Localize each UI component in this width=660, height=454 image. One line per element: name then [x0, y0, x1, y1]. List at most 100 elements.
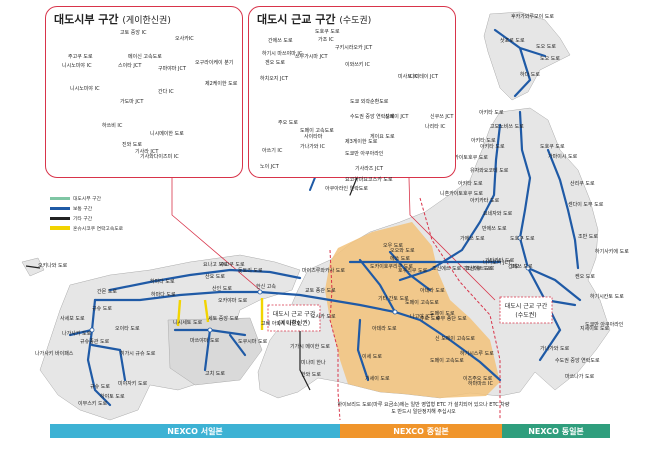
map-road-label: 도카이호쿠리쿠 도로	[370, 263, 413, 270]
map-road-label: 후카가와루모이 도로	[511, 13, 554, 20]
map-road-label: 오카야마 도로	[218, 297, 248, 304]
map-road-label: 가에쓰 도로	[460, 235, 485, 242]
map-road-label: 니시세토 도로	[173, 319, 203, 326]
junction-dot	[525, 265, 531, 271]
honshi-bridges	[176, 298, 264, 330]
map-road-label: 하마마쓰 IC	[468, 380, 493, 387]
map-road-label: 주고쿠 도로	[220, 262, 245, 268]
map-road-label: 지세이토 도로	[580, 325, 610, 332]
map-road-label: 니혼카이토호쿠 도로	[440, 190, 483, 197]
map-road-label: 고베 아와지 나루토	[261, 320, 301, 327]
company-bar-east: NEXCO 동일본	[502, 424, 610, 438]
map-road-label: 하기사키에 도로	[595, 248, 629, 255]
area-callouts: 대도시 근교 구간 (게이한신권) 대도시 근교 구간 (수도권)	[267, 296, 553, 332]
bridge-seto	[203, 299, 210, 323]
road-tohoku-west	[398, 123, 502, 282]
map-road-label: 이부스키 도로	[78, 400, 108, 407]
junction-dot	[392, 309, 398, 315]
legend-swatch	[50, 206, 70, 210]
map-road-label: 도오 도로	[540, 56, 560, 62]
legend-label: 보통 구간	[73, 206, 93, 212]
map-road-label: 오오와 도로	[390, 247, 415, 254]
kanto-area-box	[499, 296, 553, 324]
road-kyushu	[68, 298, 127, 407]
legend-item: 대도시부 구간	[50, 193, 136, 203]
map-road-label: 간몬 도로	[97, 288, 117, 295]
map-road-label: 고도	[510, 264, 520, 270]
kansai-inset-subtitle: (게이한신권)	[122, 16, 171, 26]
legend-item: 기타 구간	[50, 213, 136, 223]
map-road-label: 간에쓰 도로	[508, 263, 533, 270]
map-road-label: 도호쿠 도로	[540, 144, 565, 150]
kansai-inset: 대도시부 구간 (게이한신권)	[45, 6, 243, 178]
company-bar-west-label: NEXCO 서일본	[167, 426, 223, 436]
map-road-label: 하기시칸토 도로	[590, 293, 624, 300]
map-road-label: 조신에쓰 도로	[432, 265, 462, 272]
map-road-label: 마이즈루와카사 도로	[302, 267, 345, 274]
inset-callouts	[171, 177, 496, 301]
map-road-label: 아키타 도로	[480, 143, 505, 150]
map-road-label: 오사카 도로	[311, 313, 336, 320]
map-road-label: 이세 도로	[362, 353, 382, 360]
company-bar-west: NEXCO 서일본	[50, 424, 340, 438]
map-road-label: 수도권 중앙 연락도로	[555, 357, 600, 364]
legend-swatch	[50, 226, 70, 230]
map-road-label: 아키카타 도로	[470, 197, 500, 204]
map-road-label: 호쿠리쿠 도로	[398, 267, 428, 274]
junction-dot	[257, 289, 263, 295]
map-road-label: 센다이 도부 도로	[568, 201, 604, 208]
kanto-inset-title: 대도시 근교 구간 (수도권)	[257, 13, 372, 26]
road-hokkaido	[493, 28, 547, 98]
map-road-label: 하다 도로	[520, 71, 540, 78]
map-road-label: 아키타 도로	[471, 137, 496, 144]
boundary-west-central	[329, 249, 341, 421]
map-road-label: 니혼카이토호쿠 도로	[445, 154, 488, 161]
map-road-label: 돗토리 도로	[238, 267, 263, 274]
map-road-label: 고치 도로	[205, 370, 225, 377]
map-road-label: 마쓰나가 도로	[565, 373, 595, 380]
map-road-label: 아데라 도로	[420, 287, 445, 294]
legend-label: 기타 구간	[73, 216, 93, 222]
chubu-region	[325, 222, 500, 398]
junction-dot	[517, 235, 523, 241]
road-west-chugoku	[108, 268, 302, 292]
map-road-label: 유자와요코테 도로	[470, 167, 509, 174]
map-road-label: 기타 간토 도로	[378, 295, 409, 302]
road-okinawa	[25, 265, 41, 269]
map-road-label: 아키타 도로	[458, 180, 483, 187]
company-bar-central-label: NEXCO 중일본	[393, 426, 449, 436]
legend-label: 혼슈시코쿠 연락고속도로	[73, 226, 124, 232]
map-road-label: 나가사키 바이패스	[35, 350, 74, 357]
map-road-label: 미나미 한나	[301, 359, 326, 366]
map-road-label: 이즈주오 도로	[463, 375, 493, 382]
main-roads	[68, 28, 582, 407]
map-road-label: 가나가와 도로	[540, 345, 570, 352]
road-west-sanyo	[93, 290, 332, 302]
map-road-label: 나고야 JCT	[410, 313, 434, 320]
map-road-label: 주부 종단 도로	[436, 315, 467, 322]
map-road-label: 규슈종관 도로	[80, 338, 110, 345]
map-road-label: 오키나와 도로	[38, 262, 68, 269]
map-road-label: 하마다 도로	[150, 278, 175, 285]
main-roads-other	[25, 265, 311, 391]
map-road-label: 규슈 도로	[92, 306, 112, 312]
map-road-label: 기가시 메이한 도로	[290, 343, 330, 350]
company-bar-central: NEXCO 중일본	[340, 424, 502, 438]
kanto-area-label-2: (수도권)	[515, 311, 536, 319]
road-kii	[299, 330, 311, 391]
road-tohoku-spine	[518, 110, 582, 302]
map-road-label: 산요 도로	[205, 273, 225, 280]
kanto-inset: 대도시 근교 구간 (수도권)	[248, 6, 456, 178]
road-ise	[356, 318, 370, 382]
legend-swatch	[50, 196, 70, 200]
map-road-label: 도쿄만 아쿠아라인	[585, 321, 624, 328]
map-road-label: 한와 도로	[301, 371, 321, 378]
map-road-label: 가마이시 도로	[548, 153, 578, 160]
company-boundaries	[329, 197, 501, 421]
map-road-label: 히가시 규슈 도로	[120, 350, 156, 357]
map-road-label: 요네자와 도로	[483, 210, 513, 217]
map-road-label: 미야자키 도로	[118, 380, 148, 387]
legend-item: 보통 구간	[50, 203, 136, 213]
